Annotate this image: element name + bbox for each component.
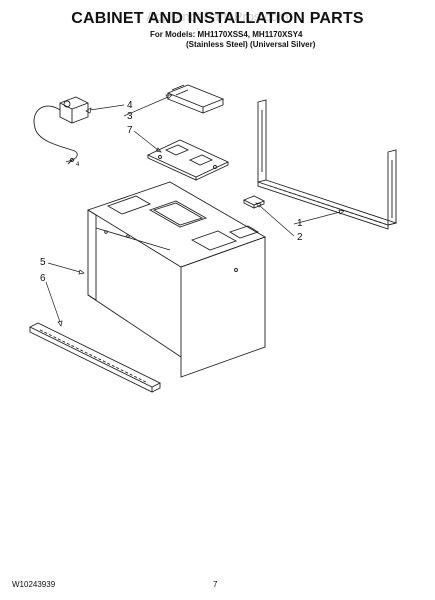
part-1-mounting-plate [257,99,398,230]
page-number: 7 [213,580,218,589]
part-6-grille [28,322,162,393]
callout-leaders [45,94,345,327]
cabinet-box [86,181,267,378]
callout-4: 4 [127,100,133,111]
callout-7: 7 [127,125,133,136]
callout-5: 5 [40,257,46,268]
part-3-vent-bracket [166,84,225,114]
connector-label: 4 [76,162,80,168]
page-title: CABINET AND INSTALLATION PARTS [71,10,364,27]
watermark: AppliancePartsPros.com [146,9,289,24]
callout-6: 6 [40,273,46,284]
document-number: W10243939 [12,580,56,589]
part-2-small-bracket [242,195,266,209]
model-line-1: For Models: MH1170XSS4, MH1170XSY4 [150,30,303,39]
callout-3: 3 [127,111,133,122]
callout-1: 1 [297,218,303,229]
part-4-sensor [33,96,89,165]
model-line-2: (Stainless Steel) (Universal Silver) [186,40,316,49]
part-7-damper-plate [146,139,230,181]
callout-2: 2 [297,232,303,243]
model-info: For Models: MH1170XSS4, MH1170XSY4 (Stai… [150,30,315,50]
